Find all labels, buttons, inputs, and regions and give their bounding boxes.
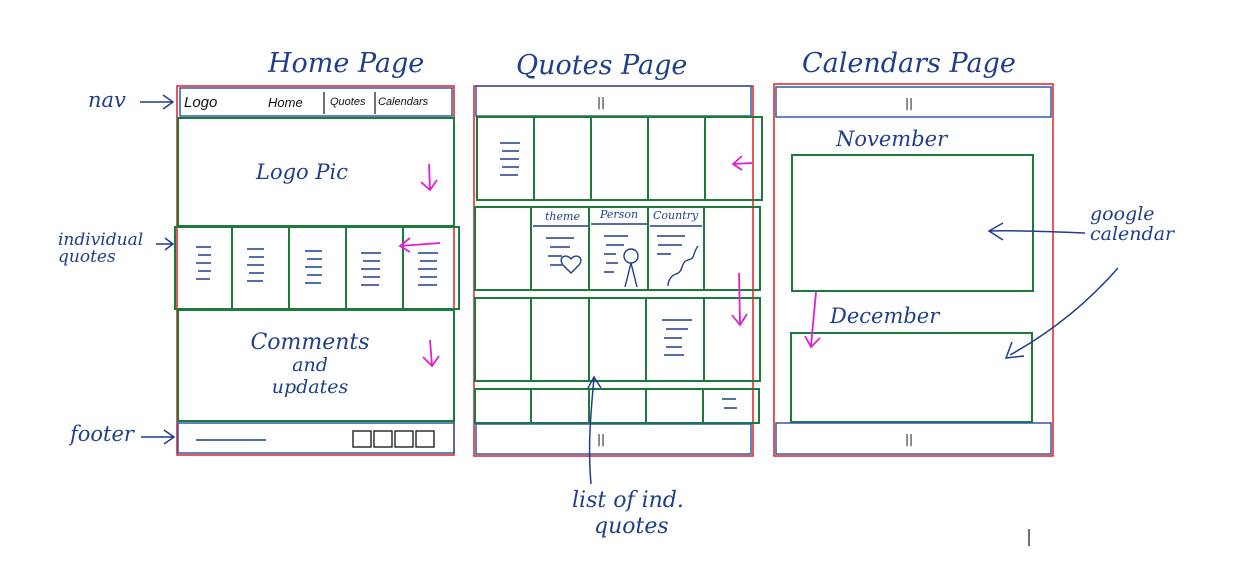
home-page-title: Home Page xyxy=(268,48,425,79)
calendars-footer-marker: || xyxy=(905,432,914,446)
annotation-line: calendar xyxy=(1090,223,1175,245)
individual-quotes-annotation: individual quotes xyxy=(58,232,143,266)
calendars-scroll-arrow xyxy=(804,291,821,349)
home-comments-section xyxy=(177,309,455,422)
calendars-page-frame xyxy=(773,83,1054,457)
comments-line: and xyxy=(292,354,328,376)
annotation-line: individual xyxy=(58,230,144,250)
home-nav-home[interactable]: Home xyxy=(268,95,303,110)
home-page-wireframe xyxy=(174,85,460,456)
november-calendar-embed xyxy=(791,154,1034,292)
home-scroll-arrows xyxy=(398,163,441,368)
quotes-row-4 xyxy=(474,388,760,424)
quotes-nav-marker: || xyxy=(597,95,606,109)
home-comments-label: Comments and updates xyxy=(230,330,390,399)
annotation-line: quotes xyxy=(594,514,669,539)
quote-text-lines xyxy=(722,398,737,409)
theme-card-lines xyxy=(546,237,574,266)
annotation-line: quotes xyxy=(58,247,116,267)
list-of-quotes-arrow xyxy=(587,375,602,485)
heart-icon xyxy=(560,255,582,274)
quotes-page-frame xyxy=(473,85,754,457)
annotation-line: list of ind. xyxy=(572,488,684,513)
quotes-page-wireframe xyxy=(473,85,763,485)
list-of-quotes-annotation: list of ind. quotes xyxy=(572,488,684,540)
quotes-page-title: Quotes Page xyxy=(516,50,688,81)
quotes-scroll-arrows xyxy=(731,155,753,327)
home-quotes-section xyxy=(174,226,460,310)
quote-text-lines xyxy=(662,319,692,356)
home-nav-bar xyxy=(179,87,453,117)
nav-annotation: nav xyxy=(88,88,126,112)
tab-person[interactable]: Person xyxy=(600,208,639,221)
footer-social-icons xyxy=(352,430,435,448)
quotes-row-1 xyxy=(476,116,763,201)
nav-annotation-arrow xyxy=(140,94,175,110)
home-nav-quotes[interactable]: Quotes xyxy=(330,96,366,108)
google-calendar-arrow-1 xyxy=(987,222,1086,241)
calendars-page-wireframe xyxy=(773,83,1119,457)
quotes-row-3 xyxy=(474,297,761,382)
quote-text-lines xyxy=(500,142,520,176)
footer-annotation: footer xyxy=(70,422,134,446)
calendars-page-title: Calendars Page xyxy=(802,48,1016,79)
home-nav-calendars[interactable]: Calendars xyxy=(378,96,429,108)
quotes-footer-marker: || xyxy=(597,432,606,446)
home-footer xyxy=(177,422,455,454)
annotation-line: google xyxy=(1090,203,1155,225)
quotes-footer xyxy=(475,423,752,455)
left-annotation-arrows xyxy=(140,94,176,445)
country-card-lines xyxy=(657,235,685,255)
google-calendar-annotation: google calendar xyxy=(1090,204,1174,244)
calendars-nav-marker: || xyxy=(905,96,914,110)
footer-annotation-arrow xyxy=(141,429,176,445)
november-label: November xyxy=(836,127,948,151)
home-page-frame xyxy=(176,85,455,456)
december-label: December xyxy=(830,304,940,328)
individual-quotes-annotation-arrow xyxy=(156,237,175,251)
comments-line: updates xyxy=(271,376,349,398)
person-card-lines xyxy=(604,235,628,273)
quotes-nav-bar xyxy=(475,85,752,117)
calendars-footer xyxy=(775,422,1052,455)
person-icon-body xyxy=(624,262,638,288)
december-calendar-embed xyxy=(790,332,1033,423)
calendars-nav-bar xyxy=(775,86,1052,118)
google-calendar-arrow-2 xyxy=(1004,267,1119,359)
category-tab-underline xyxy=(533,223,702,227)
tab-theme[interactable]: theme xyxy=(545,210,580,223)
home-logo-pic-label: Logo Pic xyxy=(256,160,348,184)
tab-country[interactable]: Country xyxy=(653,209,699,222)
quotes-row-2 xyxy=(474,206,761,291)
home-nav-logo[interactable]: Logo xyxy=(184,94,218,111)
person-icon xyxy=(623,248,639,264)
home-quote-text-lines xyxy=(196,246,438,286)
country-map-icon xyxy=(667,245,699,287)
comments-line: Comments xyxy=(250,330,370,355)
